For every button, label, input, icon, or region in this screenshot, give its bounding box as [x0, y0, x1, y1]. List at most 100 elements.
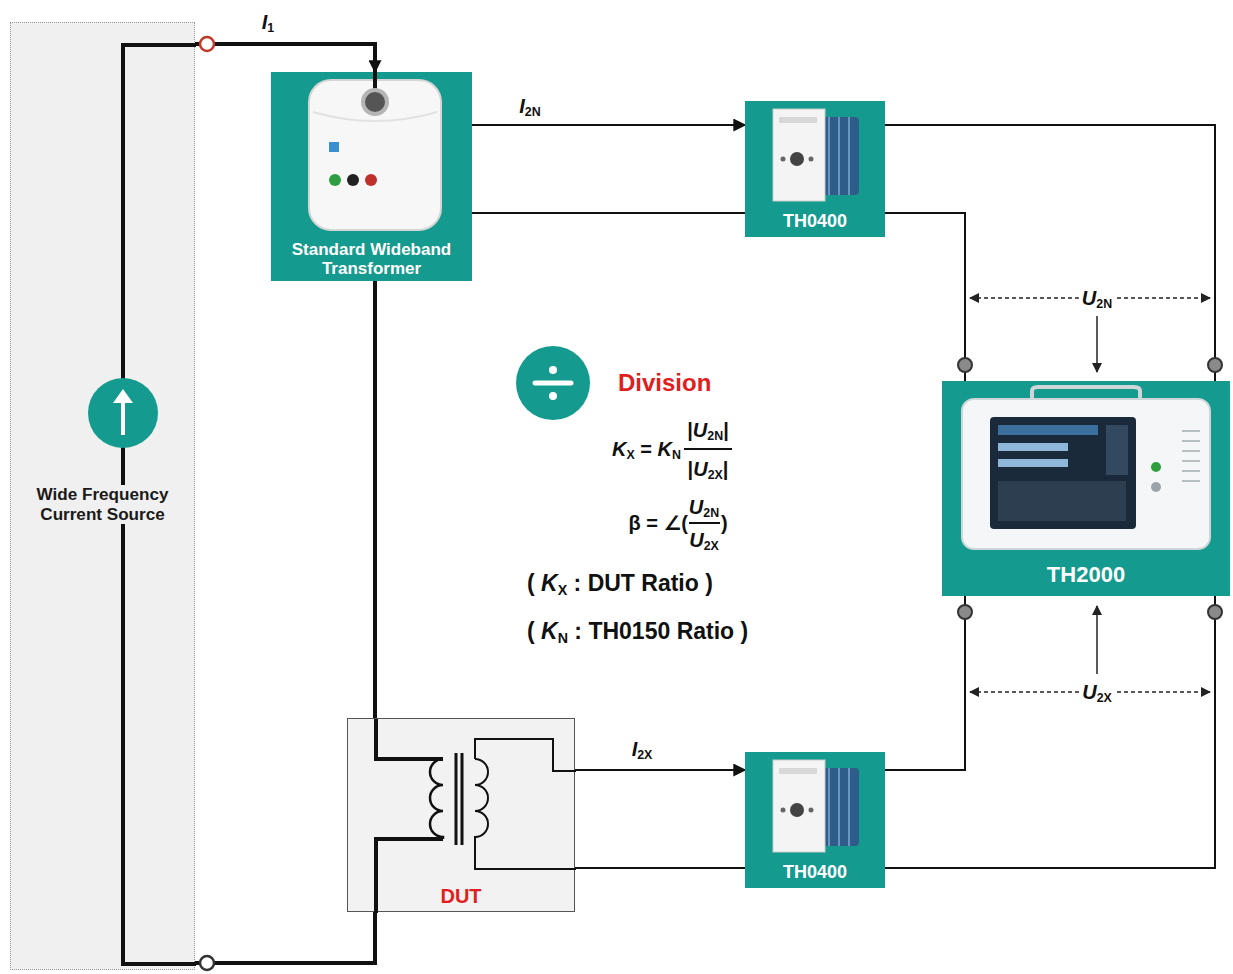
- current-label: I2X: [630, 738, 655, 760]
- wire-connector: [472, 124, 745, 126]
- device-screen: [998, 459, 1068, 467]
- terminal: [958, 358, 972, 372]
- wire-connector: [472, 212, 745, 214]
- wire-connector: [195, 912, 375, 963]
- current-label: I2N: [517, 95, 542, 117]
- wire-connector: [885, 596, 1215, 868]
- device-panel: [773, 760, 825, 852]
- fraction-bar: [684, 448, 732, 450]
- device-logo: [329, 142, 339, 152]
- th0400-box: TH0400: [745, 101, 885, 237]
- device-screen: [1106, 425, 1128, 475]
- division-icon: [516, 346, 590, 420]
- device-body: [309, 80, 441, 230]
- formula-term: β = ∠(: [628, 512, 688, 534]
- current-source-box: Wide Frequency Current Source: [10, 22, 195, 970]
- device-panel: [779, 117, 817, 123]
- core: [461, 753, 464, 845]
- variable: K: [612, 438, 626, 460]
- heatsink: [838, 768, 840, 846]
- device-panel: [779, 768, 817, 774]
- variable: K: [541, 618, 558, 644]
- primary-coil: [430, 759, 443, 839]
- node-label: Standard Wideband Transformer: [275, 240, 468, 279]
- variable: U: [1082, 681, 1096, 703]
- subscript: N: [672, 448, 681, 462]
- variable: U: [693, 419, 707, 441]
- wire: [376, 839, 443, 913]
- variable: U: [693, 458, 707, 480]
- subscript: N: [558, 630, 568, 646]
- variable: K: [658, 438, 672, 460]
- device-vent: [1182, 450, 1200, 452]
- device-terminal: [329, 174, 341, 186]
- wire-connector: [575, 867, 745, 869]
- current-label: I1: [260, 11, 276, 33]
- device-vent: [1182, 470, 1200, 472]
- subscript: X: [558, 582, 568, 598]
- device-terminal: [809, 808, 814, 813]
- input-arrow: [1096, 606, 1098, 674]
- device-screen: [998, 443, 1068, 451]
- wire-connector: [885, 213, 965, 381]
- device-knob: [790, 803, 804, 817]
- device-panel: [773, 109, 825, 201]
- subscript: 2X: [708, 468, 723, 482]
- terminal: [1208, 358, 1222, 372]
- wire-connector: [575, 769, 745, 771]
- voltage-label: U2N: [1079, 287, 1115, 309]
- variable: I: [519, 95, 525, 117]
- input-arrow: [1096, 316, 1098, 372]
- formula-note: ( KN : TH0150 Ratio ): [527, 619, 748, 644]
- subscript: 2X: [637, 748, 652, 762]
- formula-note: ( KX : DUT Ratio ): [527, 571, 713, 596]
- variable: U: [689, 529, 703, 551]
- wire: [475, 739, 576, 771]
- subscript: 2N: [707, 429, 723, 443]
- device-button: [1151, 462, 1161, 472]
- variable: I: [262, 11, 268, 33]
- device-terminal: [809, 157, 814, 162]
- device-knob: [790, 152, 804, 166]
- subscript: 2X: [704, 539, 719, 553]
- formula-term: U2N: [689, 496, 719, 518]
- node-label: Wide Frequency Current Source: [12, 485, 193, 524]
- fraction-bar: [689, 522, 720, 524]
- node-label: TH2000: [1047, 562, 1125, 587]
- terminal: [958, 605, 972, 619]
- terminal: [200, 956, 214, 970]
- subscript: 2X: [1097, 691, 1112, 705]
- heatsink: [848, 768, 850, 846]
- current-source-symbol: [88, 378, 158, 448]
- device-terminal: [347, 174, 359, 186]
- dut-illustration: [348, 719, 576, 913]
- subscript: 2N: [525, 105, 541, 119]
- heatsink: [838, 117, 840, 195]
- secondary-coil: [475, 759, 488, 839]
- wire: [376, 719, 443, 759]
- formula-term: KX = KN: [612, 438, 681, 460]
- device-screen: [998, 425, 1098, 435]
- variable: U: [689, 496, 703, 518]
- th2000-box: TH2000: [942, 381, 1230, 596]
- division-icon: [549, 392, 557, 400]
- variable: I: [632, 738, 638, 760]
- heatsink: [828, 117, 830, 195]
- formula-term: |U2X|: [688, 458, 729, 480]
- device-terminal: [781, 808, 786, 813]
- subscript: 2N: [1096, 297, 1112, 311]
- th0400-box: TH0400: [745, 752, 885, 888]
- formula-term: ): [721, 512, 728, 534]
- device-terminal: [365, 174, 377, 186]
- dut-box: DUT: [347, 718, 575, 912]
- terminal: [1208, 605, 1222, 619]
- device-vent: [1182, 460, 1200, 462]
- division-icon: [549, 366, 557, 374]
- formula-term: |U2N|: [687, 419, 729, 441]
- current-source-symbol: [121, 401, 125, 435]
- subscript: X: [627, 448, 635, 462]
- node-label: DUT: [440, 885, 481, 908]
- subscript: 1: [267, 21, 274, 35]
- wire-connector: [195, 44, 375, 72]
